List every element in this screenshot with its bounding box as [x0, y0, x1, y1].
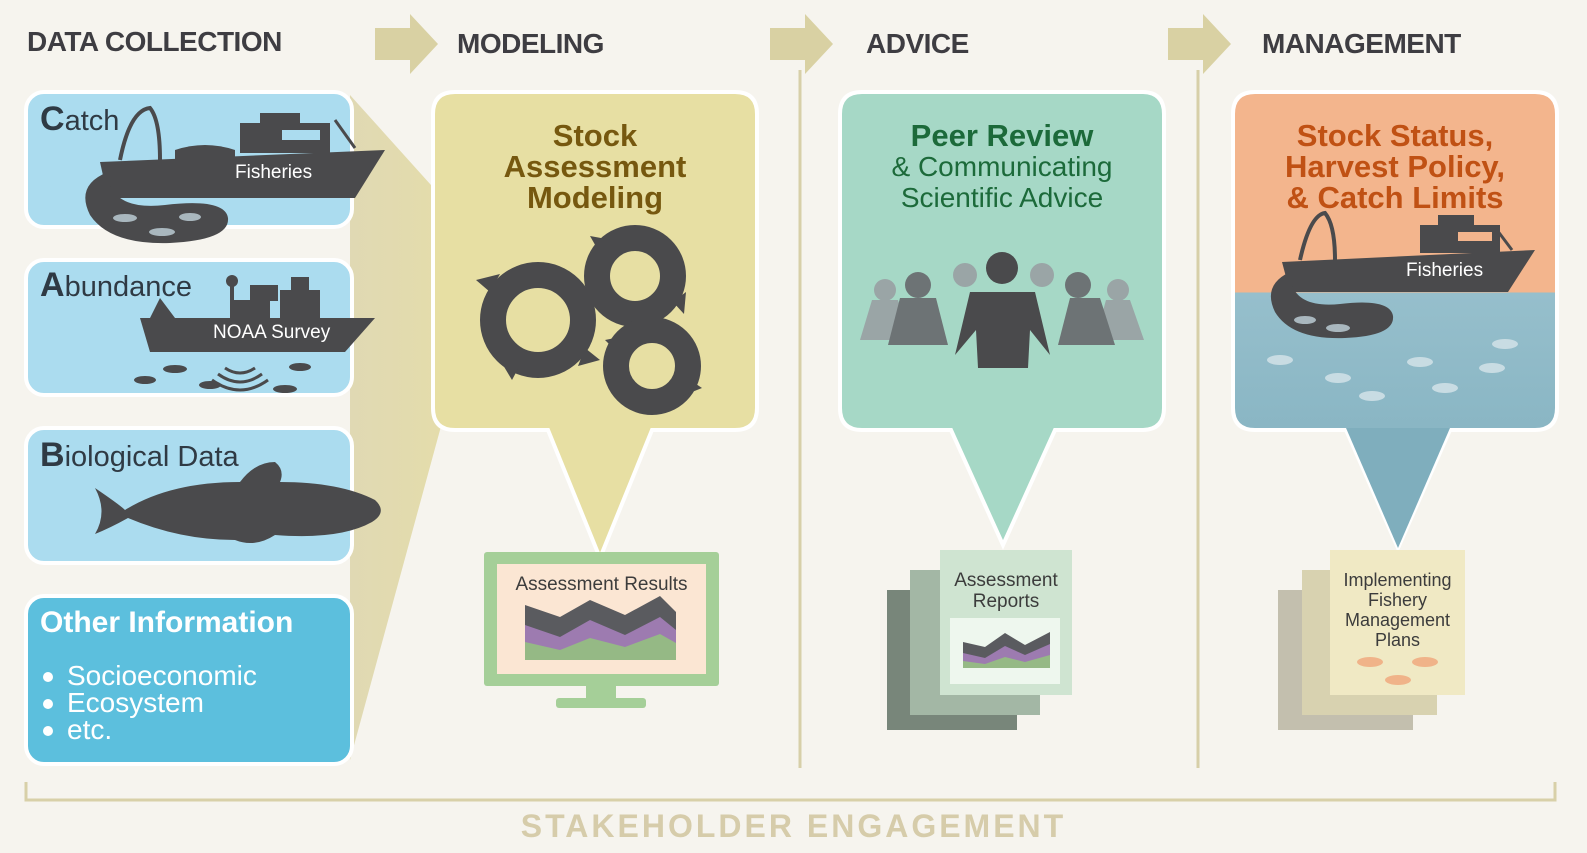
fishing-vessel-icon — [100, 105, 385, 198]
stakeholder-engagement-label: STAKEHOLDER ENGAGEMENT — [520, 808, 1067, 844]
stakeholder-bracket — [24, 782, 1557, 802]
plan-label-line: Plans — [1374, 630, 1421, 650]
fish-icon — [113, 214, 137, 222]
report-label-line: Assessment — [954, 570, 1058, 591]
management-bubble-tail — [1346, 428, 1450, 548]
management-title-line: & Catch Limits — [1286, 180, 1504, 215]
management-plans-label: Implementing Fishery Management Plans — [1330, 570, 1465, 650]
advice-title-line: Peer Review — [910, 118, 1094, 153]
catch-vessel-label: Fisheries — [235, 162, 313, 183]
modeling-title-line: Modeling — [526, 180, 664, 215]
stage-arrow — [1168, 14, 1231, 74]
biological-label: Biological Data — [40, 436, 239, 474]
advice-title-line: Scientific Advice — [900, 182, 1104, 213]
stage-arrow — [375, 14, 438, 74]
management-vessel-label: Fisheries — [1406, 260, 1484, 281]
fish-school-icon — [134, 363, 311, 393]
fish-icon — [179, 213, 201, 221]
survey-vessel-icon — [140, 275, 375, 352]
monitor-stand — [586, 686, 616, 700]
plan-page — [1330, 550, 1465, 695]
stage-header-data-collection: DATA COLLECTION — [27, 26, 282, 57]
monitor-base — [556, 698, 646, 708]
plan-fish-icon — [1357, 657, 1438, 685]
stage-arrow — [770, 14, 833, 74]
plan-label-line: Management — [1344, 610, 1451, 630]
bullet-icon — [43, 699, 53, 709]
abundance-label: Abundance — [40, 266, 192, 304]
management-title: Stock Status, Harvest Policy, & Catch Li… — [1233, 120, 1557, 213]
plan-label-line: Implementing — [1343, 570, 1452, 590]
other-info-item: etc. — [67, 714, 113, 745]
assessment-reports-label: Assessment Reports — [940, 570, 1072, 612]
management-bubble — [1231, 90, 1559, 553]
management-vessel-icon — [1282, 210, 1535, 292]
report-label-line: Reports — [972, 591, 1040, 612]
other-info-item: Ecosystem — [67, 687, 204, 718]
results-chart-icon — [525, 596, 676, 660]
survey-vessel-label: NOAA Survey — [213, 322, 331, 343]
catch-label: Catch — [40, 100, 120, 138]
modeling-title-line: Assessment — [503, 149, 687, 184]
advice-title-line: & Communicating — [891, 151, 1113, 182]
other-info-title: Other Information — [40, 606, 294, 639]
fishing-net-icon — [85, 172, 229, 244]
people-group-icon — [860, 252, 1144, 368]
stage-header-management: MANAGEMENT — [1262, 28, 1461, 59]
fish-silhouette-icon — [95, 462, 381, 544]
modeling-title: Stock Assessment Modeling — [433, 120, 757, 213]
stage-header-advice: ADVICE — [866, 28, 969, 59]
gear-icon — [480, 225, 701, 415]
fish-icon — [149, 228, 175, 236]
other-info-panel — [24, 594, 354, 766]
plan-label-line: Fishery — [1367, 590, 1427, 610]
bullet-icon — [43, 726, 53, 736]
management-title-line: Harvest Policy, — [1285, 149, 1505, 184]
report-chart-icon — [963, 632, 1050, 668]
gear-teeth-icon — [476, 236, 702, 396]
modeling-title-line: Stock — [552, 118, 638, 153]
assessment-results-label: Assessment Results — [515, 574, 688, 595]
advice-title: Peer Review & Communicating Scientific A… — [840, 120, 1164, 213]
bullet-icon — [43, 672, 53, 682]
management-title-line: Stock Status, — [1296, 118, 1494, 153]
other-info-item: Socioeconomic — [67, 660, 257, 691]
fish-school-icon — [1267, 316, 1518, 401]
stage-header-modeling: MODELING — [457, 28, 604, 59]
